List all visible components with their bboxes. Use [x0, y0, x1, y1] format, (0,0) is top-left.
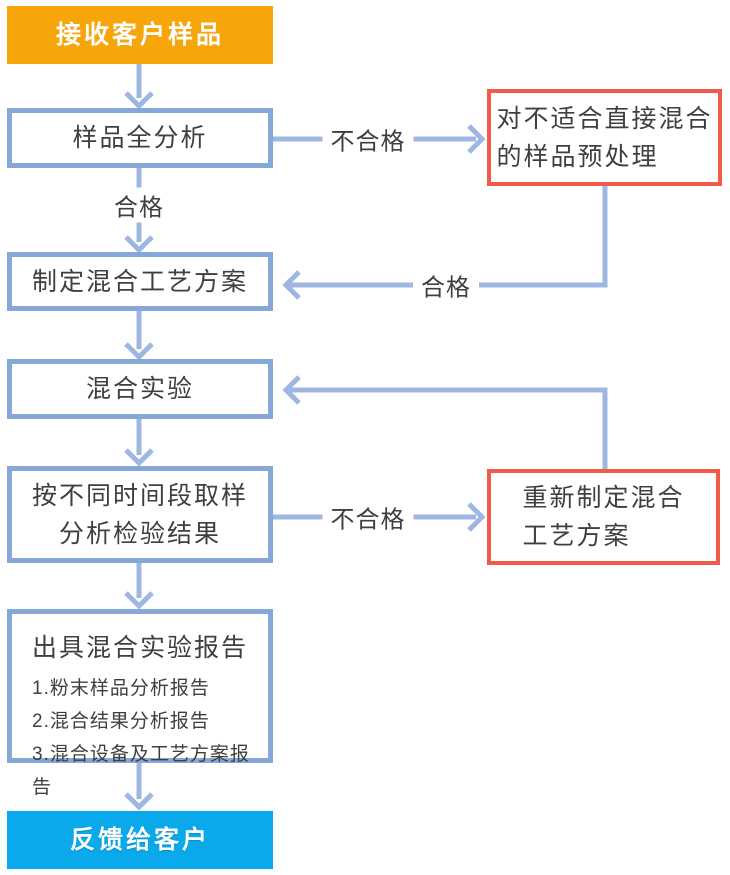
node-full-analysis: 样品全分析 [7, 108, 273, 168]
edge-label-unqualified-1: 不合格 [322, 121, 414, 157]
arrow-sampling-to-report [124, 563, 154, 610]
arrow-experiment-to-sampling [124, 419, 154, 467]
arrow-replan-to-experiment [282, 375, 608, 469]
report-item-1: 1.粉末样品分析报告 [32, 678, 210, 699]
arrow-report-to-feedback [124, 763, 154, 811]
node-pretreatment: 对不适合直接混合 的样品预处理 [487, 89, 722, 186]
edge-label-unqualified-2: 不合格 [322, 499, 414, 535]
node-redo-mixing-plan-line1: 重新制定混合 [522, 484, 685, 512]
node-mixing-experiment: 混合实验 [7, 359, 273, 419]
node-make-mixing-plan-label: 制定混合工艺方案 [31, 267, 248, 296]
node-receive-samples-label: 接收客户样品 [55, 21, 224, 49]
node-sampling-inspection-line2: 分析检验结果 [58, 519, 221, 548]
report-item-2: 2.混合结果分析报告 [32, 711, 210, 732]
node-redo-mixing-plan-line2: 工艺方案 [522, 522, 631, 550]
node-issue-report-title: 出具混合实验报告 [32, 634, 249, 662]
node-mixing-experiment-label: 混合实验 [85, 375, 194, 403]
node-receive-samples: 接收客户样品 [7, 6, 273, 64]
node-pretreatment-line2: 的样品预处理 [496, 142, 659, 171]
node-sampling-inspection-line1: 按不同时间段取样 [31, 481, 248, 510]
node-issue-report: 出具混合实验报告 1.粉末样品分析报告 2.混合结果分析报告 3.混合设备及工艺… [7, 609, 273, 798]
edge-label-qualified-1: 合格 [106, 187, 172, 223]
report-item-3: 3.混合设备及工艺方案报告 [32, 744, 250, 798]
node-pretreatment-line1: 对不适合直接混合 [496, 104, 713, 133]
node-feedback-to-customer: 反馈给客户 [7, 811, 273, 869]
node-sampling-inspection: 按不同时间段取样 分析检验结果 [7, 466, 273, 563]
node-redo-mixing-plan: 重新制定混合 工艺方案 [487, 469, 720, 565]
node-make-mixing-plan: 制定混合工艺方案 [7, 252, 273, 311]
edge-label-qualified-2: 合格 [413, 267, 479, 303]
node-feedback-to-customer-label: 反馈给客户 [69, 826, 210, 854]
node-full-analysis-label: 样品全分析 [72, 124, 208, 152]
arrow-plan-to-experiment [124, 311, 154, 361]
arrow-receive-to-analysis [124, 64, 154, 110]
arrow-pretreat-to-plan [282, 186, 608, 300]
